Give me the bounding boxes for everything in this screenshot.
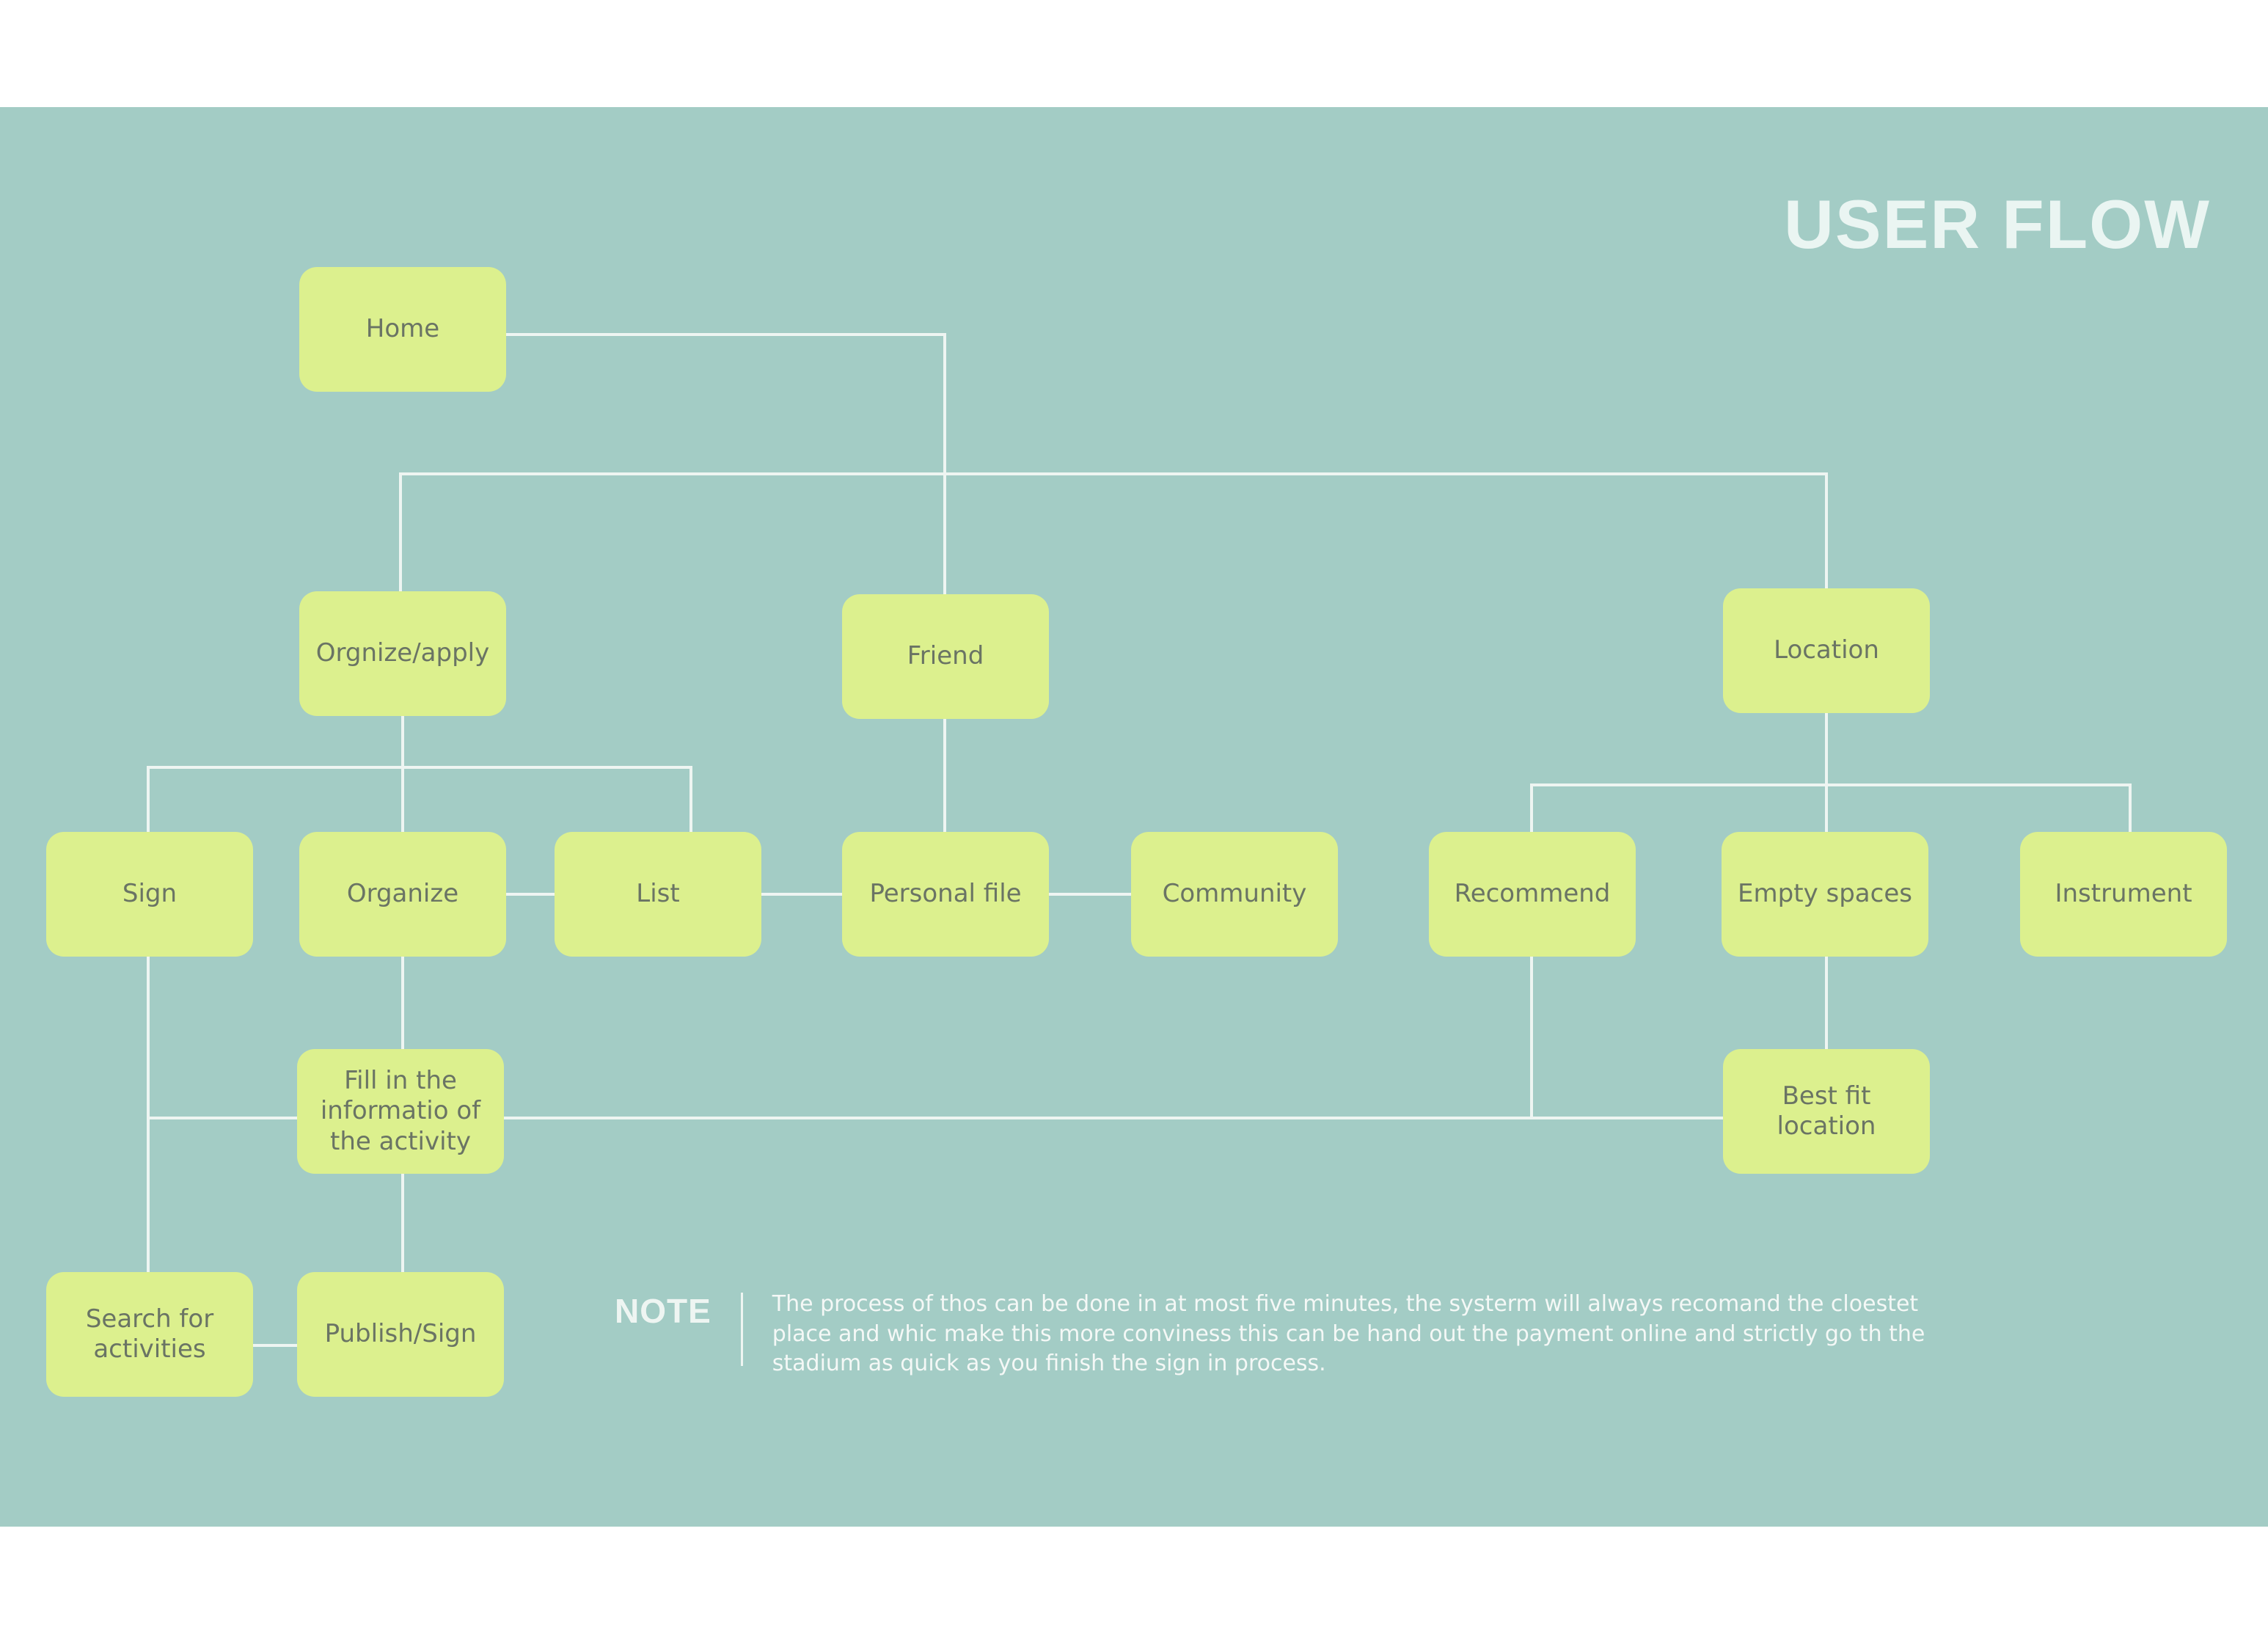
note-section: NOTE The process of thos can be done in … xyxy=(615,1290,1931,1379)
note-divider xyxy=(740,1293,743,1366)
node-location: Location xyxy=(1723,588,1930,713)
node-best-fit-location: Best fit location xyxy=(1723,1049,1930,1174)
node-label: Home xyxy=(365,314,440,344)
node-friend: Friend xyxy=(842,594,1049,719)
node-label: Fill in the informatio of the activity xyxy=(320,1065,481,1156)
node-label: Friend xyxy=(907,641,984,671)
node-label: Personal file xyxy=(869,879,1022,909)
node-label: Location xyxy=(1774,635,1879,665)
node-organize: Organize xyxy=(299,832,506,957)
node-personal-file: Personal file xyxy=(842,832,1049,957)
node-label: List xyxy=(636,879,680,909)
node-empty-spaces: Empty spaces xyxy=(1722,832,1928,957)
node-publish-sign: Publish/Sign xyxy=(297,1272,504,1397)
node-organize-apply: Orgnize/apply xyxy=(299,591,506,716)
node-label: Best fit location xyxy=(1777,1081,1876,1141)
node-label: Empty spaces xyxy=(1738,879,1912,909)
node-label: Organize xyxy=(346,879,459,909)
node-label: Orgnize/apply xyxy=(315,638,490,668)
node-search-activities: Search for activities xyxy=(46,1272,253,1397)
note-text: The process of thos can be done in at mo… xyxy=(772,1291,1925,1376)
node-fill-info: Fill in the informatio of the activity xyxy=(297,1049,504,1174)
node-label: Sign xyxy=(122,879,178,909)
diagram-title: USER FLOW xyxy=(1784,186,2211,263)
node-label: Publish/Sign xyxy=(324,1319,477,1349)
node-label: Search for activities xyxy=(85,1304,214,1364)
node-instrument: Instrument xyxy=(2020,832,2227,957)
node-list: List xyxy=(555,832,761,957)
node-recommend: Recommend xyxy=(1429,832,1636,957)
node-label: Community xyxy=(1162,879,1307,909)
node-sign: Sign xyxy=(46,832,253,957)
node-label: Recommend xyxy=(1454,879,1611,909)
node-community: Community xyxy=(1131,832,1338,957)
node-home: Home xyxy=(299,267,506,392)
node-label: Instrument xyxy=(2055,879,2192,909)
note-label: NOTE xyxy=(615,1292,712,1330)
